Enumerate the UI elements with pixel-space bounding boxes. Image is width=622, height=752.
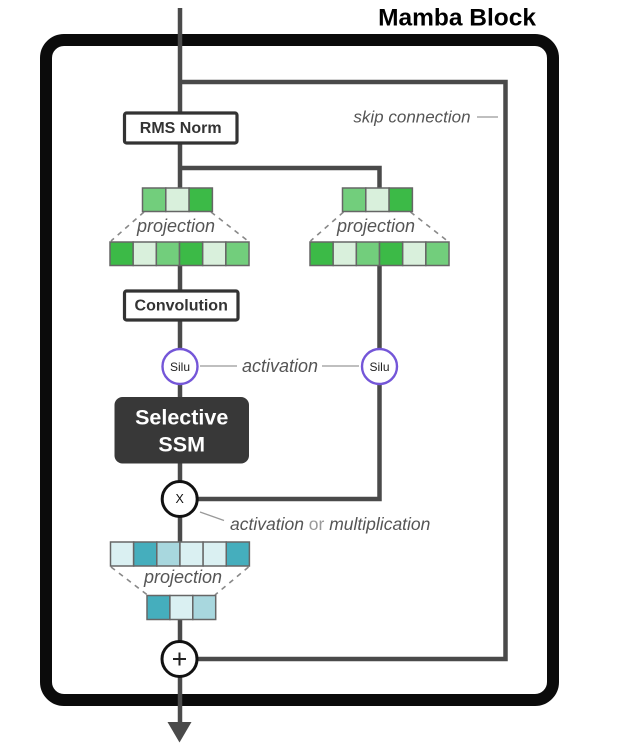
svg-text:Mamba Block: Mamba Block bbox=[378, 5, 536, 32]
svg-text:RMS Norm: RMS Norm bbox=[140, 120, 222, 137]
svg-text:X: X bbox=[176, 492, 185, 506]
svg-text:activation: activation bbox=[242, 356, 318, 376]
svg-text:Silu: Silu bbox=[369, 360, 389, 374]
svg-text:Silu: Silu bbox=[170, 360, 190, 374]
svg-text:activation or multiplication: activation or multiplication bbox=[230, 514, 430, 534]
svg-text:Convolution: Convolution bbox=[135, 298, 228, 315]
svg-text:skip connection: skip connection bbox=[353, 108, 470, 127]
svg-text:SSM: SSM bbox=[158, 433, 205, 457]
svg-text:Selective: Selective bbox=[135, 406, 228, 430]
svg-text:projection: projection bbox=[143, 567, 222, 587]
svg-text:projection: projection bbox=[136, 216, 215, 236]
svg-text:projection: projection bbox=[336, 216, 415, 236]
